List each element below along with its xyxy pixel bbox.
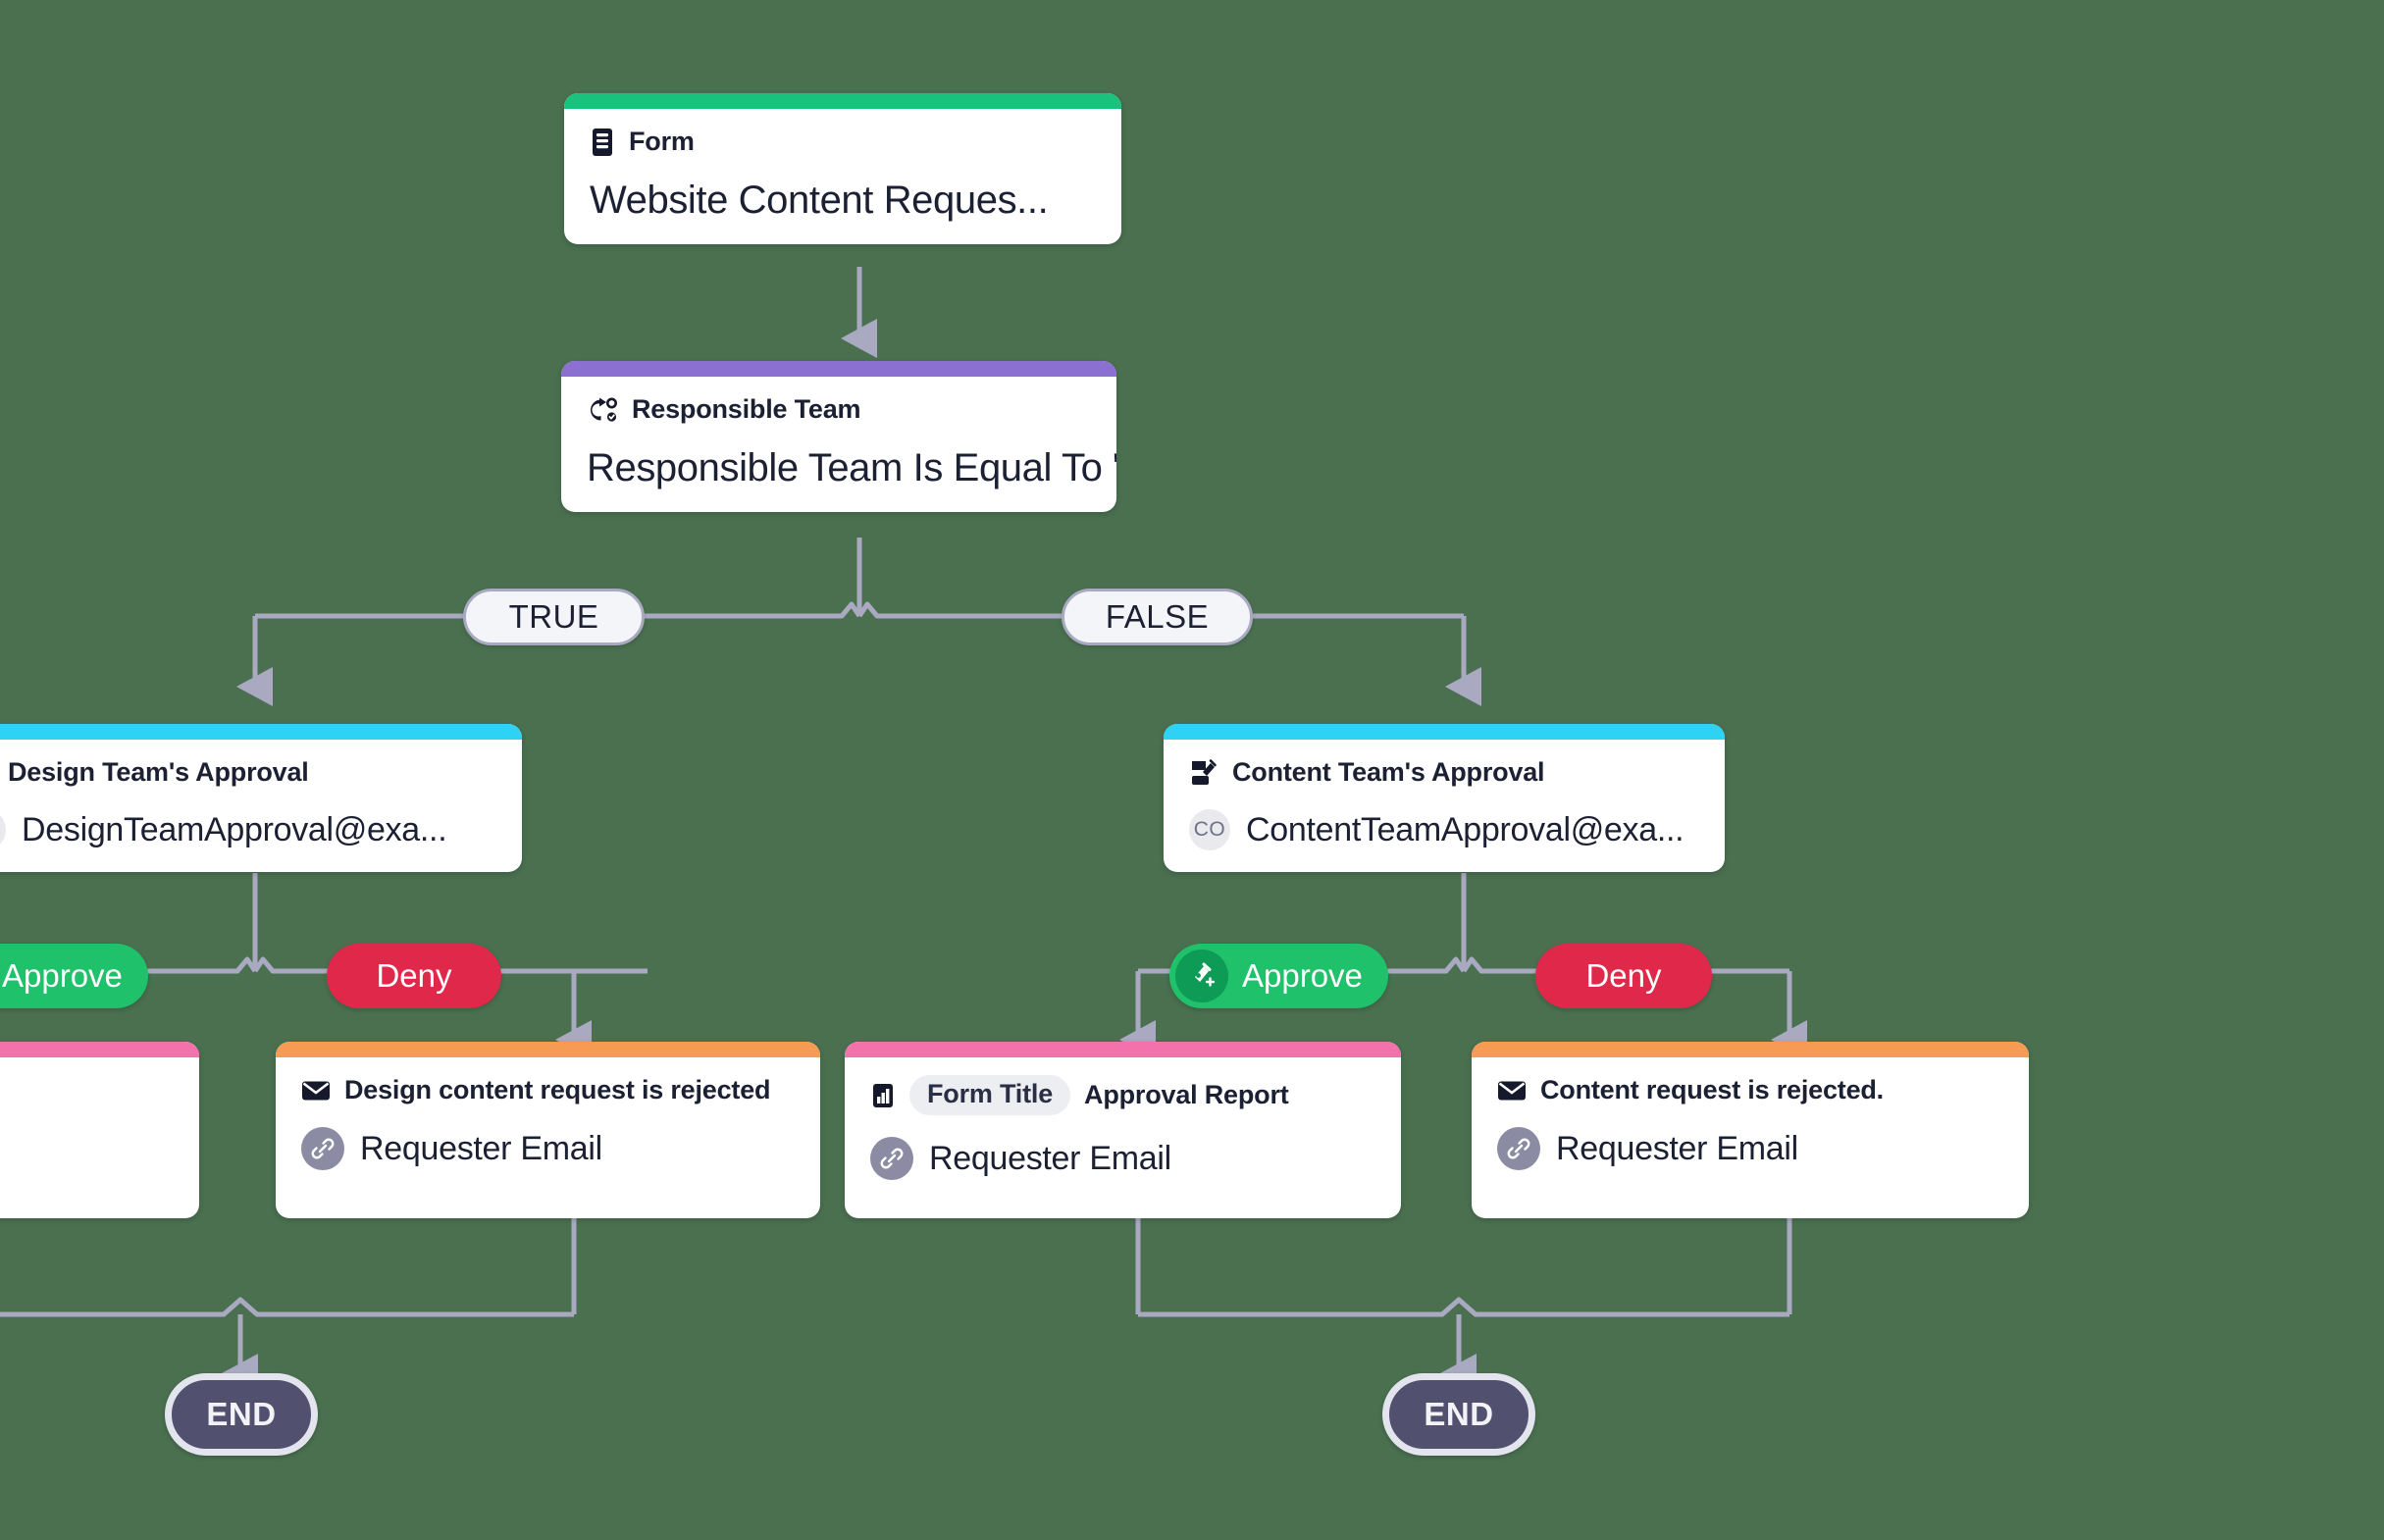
node-design-reject-email[interactable]: Design content request is rejected Reque…	[276, 1042, 820, 1218]
node-form[interactable]: Form Website Content Reques...	[564, 93, 1121, 244]
edge-label-approve-right-text: Approve	[1242, 957, 1363, 994]
envelope-icon	[301, 1079, 331, 1103]
edge-label-deny-right[interactable]: Deny	[1535, 944, 1712, 1008]
node-form-type-label: Form	[629, 127, 695, 156]
node-condition[interactable]: Responsible Team Responsible Team Is Equ…	[561, 361, 1116, 512]
edge-label-deny-left-text: Deny	[376, 957, 452, 994]
node-content-report-accent-bar	[845, 1042, 1401, 1057]
edge-label-true[interactable]: TRUE	[463, 589, 645, 645]
link-icon	[1497, 1127, 1540, 1170]
node-content-approval-type-label: Content Team's Approval	[1232, 757, 1545, 787]
form-icon	[590, 128, 615, 157]
node-design-approval-accent-bar	[0, 724, 522, 740]
node-design-report-accent-bar	[0, 1042, 199, 1057]
node-content-report[interactable]: Form Title Approval Report Requester Ema…	[845, 1042, 1401, 1218]
node-condition-accent-bar	[561, 361, 1116, 377]
node-design-approval[interactable]: Design Team's Approval DE DesignTeamAppr…	[0, 724, 522, 872]
edge-label-deny-left[interactable]: Deny	[327, 944, 501, 1008]
node-content-approval-assignee: ContentTeamApproval@exa...	[1246, 810, 1684, 848]
envelope-icon	[1497, 1079, 1527, 1103]
link-icon	[301, 1127, 344, 1170]
node-design-approval-avatar: DE	[0, 809, 6, 850]
node-content-reject-email[interactable]: Content request is rejected. Requester E…	[1472, 1042, 2029, 1218]
node-design-approval-type-label: Design Team's Approval	[8, 757, 309, 787]
node-form-title: Website Content Reques...	[590, 179, 1049, 222]
node-content-reject-email-link-label: Requester Email	[1556, 1129, 1798, 1167]
edge-label-approve-left-text: Approve	[2, 957, 123, 994]
node-content-approval[interactable]: Content Team's Approval CO ContentTeamAp…	[1164, 724, 1725, 872]
approve-signature-icon	[1175, 950, 1228, 1002]
node-form-accent-bar	[564, 93, 1121, 109]
report-chart-icon	[870, 1082, 896, 1109]
edge-label-approve-left[interactable]: Approve	[0, 944, 148, 1008]
end-node-right-label: END	[1424, 1396, 1494, 1432]
node-content-report-link-label: Requester Email	[929, 1139, 1171, 1177]
end-node-left[interactable]: END	[165, 1373, 318, 1456]
node-design-reject-email-link-label: Requester Email	[360, 1129, 602, 1167]
edge-label-false[interactable]: FALSE	[1062, 589, 1253, 645]
node-design-reject-email-title: Design content request is rejected	[344, 1075, 771, 1104]
edge-label-true-text: TRUE	[508, 598, 599, 635]
node-content-report-title: Approval Report	[1084, 1080, 1289, 1109]
node-condition-expression: Responsible Team Is Equal To "Des	[587, 446, 1116, 489]
end-node-left-label: END	[206, 1396, 277, 1432]
node-design-approval-assignee: DesignTeamApproval@exa...	[22, 810, 447, 848]
link-icon	[870, 1137, 913, 1180]
node-design-reject-email-accent-bar	[276, 1042, 820, 1057]
edge-label-approve-right[interactable]: Approve	[1169, 944, 1388, 1008]
node-content-reject-email-title: Content request is rejected.	[1540, 1075, 1884, 1104]
end-node-right[interactable]: END	[1382, 1373, 1535, 1456]
node-content-report-chip: Form Title	[909, 1075, 1071, 1115]
node-content-approval-accent-bar	[1164, 724, 1725, 740]
branch-icon	[587, 396, 618, 424]
node-content-approval-avatar: CO	[1189, 809, 1230, 850]
edge-label-deny-right-text: Deny	[1585, 957, 1662, 994]
node-condition-type-label: Responsible Team	[632, 394, 861, 424]
node-content-reject-email-accent-bar	[1472, 1042, 2029, 1057]
node-design-report[interactable]: Form Title Report	[0, 1042, 199, 1218]
approval-signature-icon	[1189, 758, 1218, 788]
edge-label-false-text: FALSE	[1105, 598, 1210, 635]
